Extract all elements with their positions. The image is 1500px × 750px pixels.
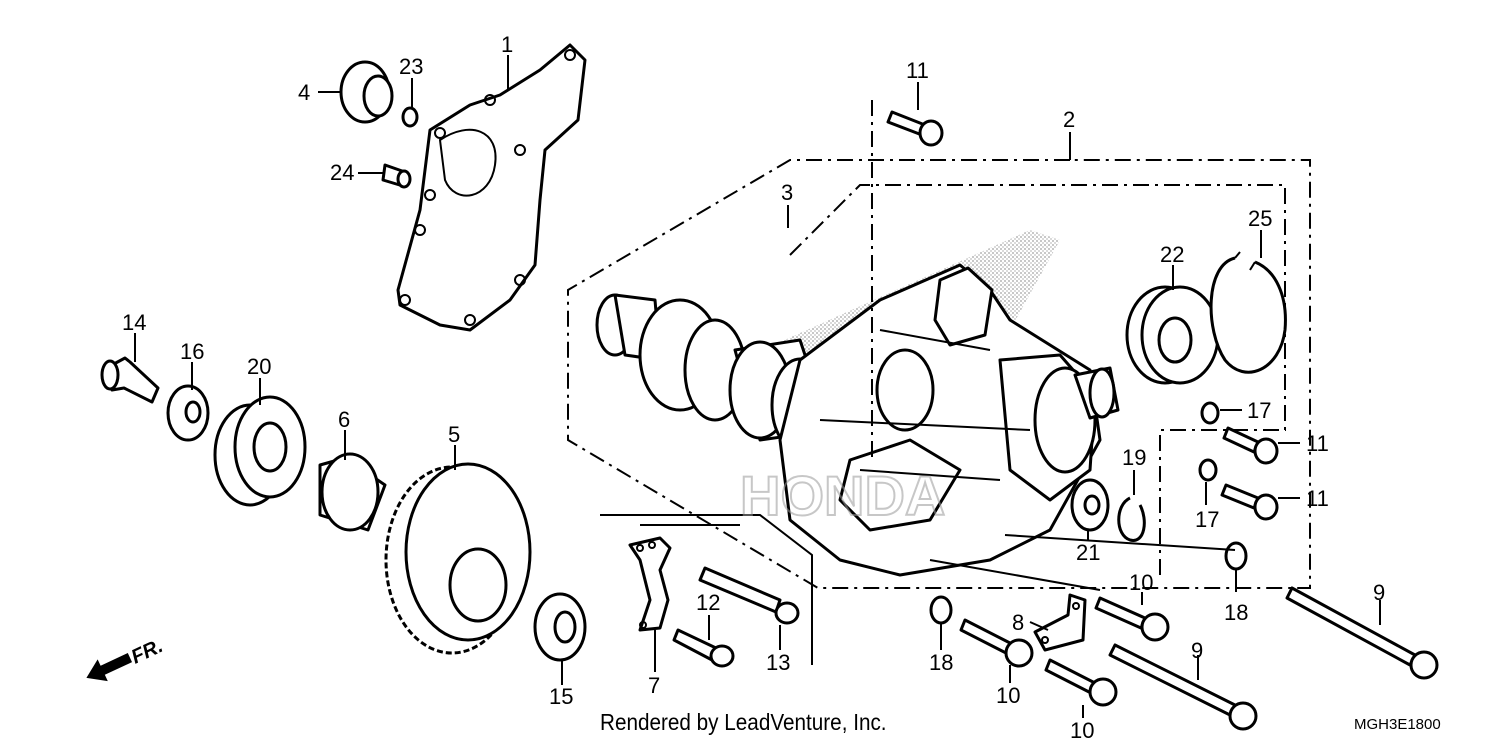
diagram-code: MGH3E1800 — [1354, 716, 1441, 733]
callout-18b: 18 — [929, 650, 953, 675]
callout-25: 25 — [1248, 206, 1272, 231]
callout-12: 12 — [696, 590, 720, 615]
callout-2: 2 — [1063, 107, 1075, 132]
dowel-pin — [381, 163, 412, 189]
callout-23: 23 — [399, 54, 423, 79]
callout-7: 7 — [648, 673, 660, 698]
callout-numbers: 1 2 3 4 5 6 7 8 9 9 10 10 10 11 11 11 12… — [122, 32, 1385, 743]
callout-3: 3 — [781, 180, 793, 205]
callout-6: 6 — [338, 407, 350, 432]
callout-1: 1 — [501, 32, 513, 57]
final-drive-assembly — [595, 263, 1120, 577]
o-ring — [401, 106, 419, 128]
bracket-8 — [1033, 593, 1087, 652]
callout-21: 21 — [1076, 540, 1100, 565]
bolt-10b — [959, 618, 1034, 668]
ball-bearing-20 — [213, 395, 307, 507]
bolt-12 — [672, 628, 735, 668]
leader-lines — [134, 55, 1381, 718]
callout-22: 22 — [1160, 242, 1184, 267]
washer-17b — [1198, 458, 1218, 482]
callout-24: 24 — [330, 160, 354, 185]
callout-16: 16 — [180, 339, 204, 364]
callout-17a: 17 — [1247, 398, 1271, 423]
callout-10c: 10 — [1070, 718, 1094, 743]
bolt-10a — [1094, 596, 1170, 642]
long-bolt-9b — [1108, 643, 1258, 731]
callout-5: 5 — [448, 422, 460, 447]
watermark: HONDA — [740, 464, 945, 527]
long-bolt-9a — [1285, 586, 1439, 680]
bearing-22 — [1125, 285, 1220, 385]
callout-14: 14 — [122, 310, 146, 335]
bolt-11-top — [886, 110, 944, 147]
snap-ring-25 — [1209, 251, 1287, 374]
gasket — [396, 43, 587, 332]
washer-18b — [929, 595, 953, 625]
callout-11b: 11 — [1306, 431, 1329, 456]
callout-13: 13 — [766, 650, 790, 675]
front-arrow-icon: FR. — [86, 635, 166, 682]
front-label: FR. — [128, 635, 166, 669]
bolt-13 — [698, 566, 800, 625]
callout-15: 15 — [549, 684, 573, 709]
washer-17a — [1200, 401, 1220, 425]
credit-text: Rendered by LeadVenture, Inc. — [600, 709, 887, 735]
callout-11c: 11 — [1306, 486, 1329, 511]
snap-ring-19 — [1117, 496, 1146, 542]
callout-18a: 18 — [1224, 600, 1248, 625]
washer-18a — [1224, 541, 1248, 571]
flange-bolt-14 — [100, 356, 160, 404]
assembly-outline-2 — [567, 159, 1311, 589]
thrust-washer-15 — [533, 592, 587, 662]
callout-10b: 10 — [996, 683, 1020, 708]
oil-seal — [339, 60, 394, 124]
callout-17b: 17 — [1195, 507, 1219, 532]
driven-gear-5 — [384, 462, 532, 655]
bolt-10c — [1044, 658, 1118, 707]
callout-8: 8 — [1012, 610, 1024, 635]
callout-10a: 10 — [1129, 570, 1153, 595]
callout-20: 20 — [247, 354, 271, 379]
bracket-7 — [628, 536, 672, 632]
callout-11a: 11 — [906, 58, 929, 83]
collar-6 — [318, 452, 387, 532]
callout-9b: 9 — [1191, 638, 1203, 663]
callout-9a: 9 — [1373, 580, 1385, 605]
seal-21 — [1070, 478, 1110, 532]
callout-19: 19 — [1122, 445, 1146, 470]
bolt-11-right-a — [1222, 426, 1279, 465]
bolt-11-right-b — [1220, 483, 1279, 521]
callout-4: 4 — [298, 80, 310, 105]
washer-16 — [166, 384, 210, 442]
